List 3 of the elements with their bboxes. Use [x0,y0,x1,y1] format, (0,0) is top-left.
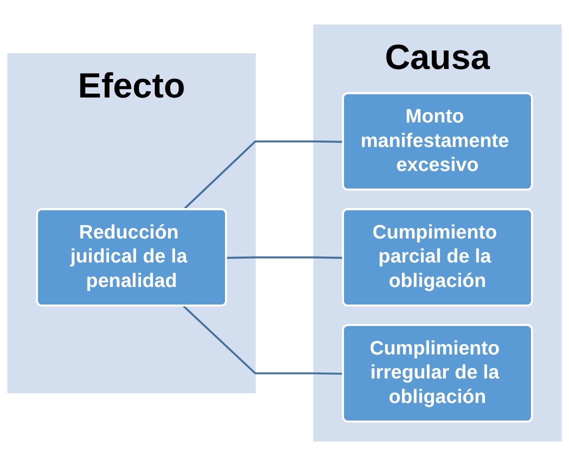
connector [182,140,344,210]
connector [226,256,344,259]
connector [182,305,344,375]
